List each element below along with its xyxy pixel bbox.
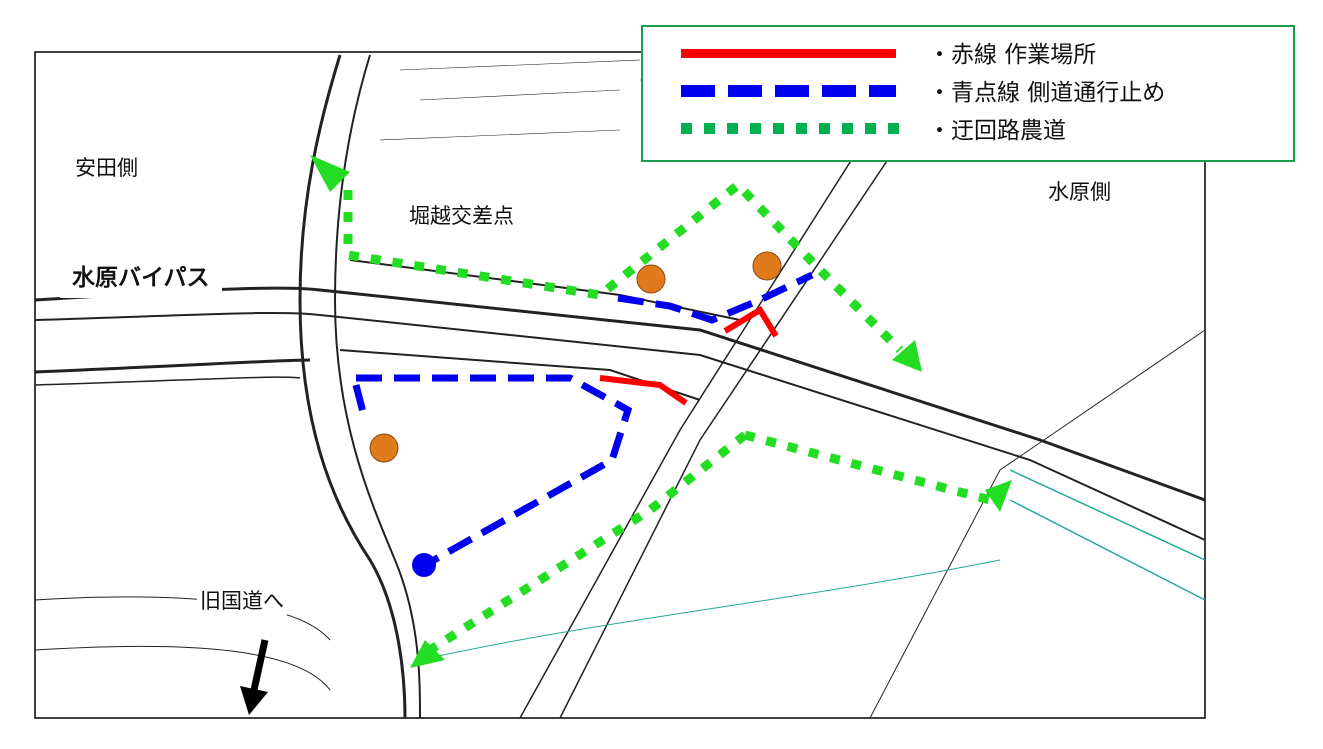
label-old-national-road: 旧国道へ	[197, 585, 287, 615]
arrowhead-icon	[310, 155, 350, 192]
legend-green-line	[681, 123, 901, 134]
markers	[369, 251, 782, 463]
arrowhead-icon	[985, 480, 1012, 512]
closed-side-road-lines	[352, 271, 814, 569]
detour-lines	[343, 178, 992, 654]
arrowhead-icon	[410, 640, 445, 668]
marker-icon	[369, 433, 399, 463]
legend-label-detour: ・迂回路農道	[928, 118, 1066, 144]
label-suibara-bypass: 水原バイパス	[60, 252, 222, 298]
work-area-lines	[599, 305, 779, 406]
old-road-arrow-icon	[240, 639, 269, 715]
detour-line	[743, 430, 992, 505]
legend-label-closed: ・青点線 側道通行止め	[928, 80, 1166, 106]
label-yasuda-side: 安田側	[72, 152, 141, 182]
label-horikoshi-intersection: 堀越交差点	[406, 200, 517, 230]
legend: ・赤線 作業場所 ・青点線 側道通行止め ・迂回路農道	[641, 25, 1295, 162]
work-line	[723, 305, 779, 338]
closed-end-point	[412, 553, 436, 577]
marker-icon	[752, 251, 782, 281]
label-suibara-side: 水原側	[1045, 176, 1114, 206]
work-line	[599, 375, 688, 406]
marker-icon	[636, 264, 666, 294]
closed-line	[352, 384, 369, 421]
closed-line	[617, 271, 814, 324]
closed-line	[356, 374, 633, 569]
detour-line	[427, 431, 748, 654]
legend-blue-line	[681, 85, 896, 97]
legend-label-work: ・赤線 作業場所	[928, 42, 1097, 68]
detour-arrowheads	[310, 155, 1012, 668]
arrowhead-icon	[892, 340, 922, 372]
legend-red-line	[681, 49, 896, 58]
